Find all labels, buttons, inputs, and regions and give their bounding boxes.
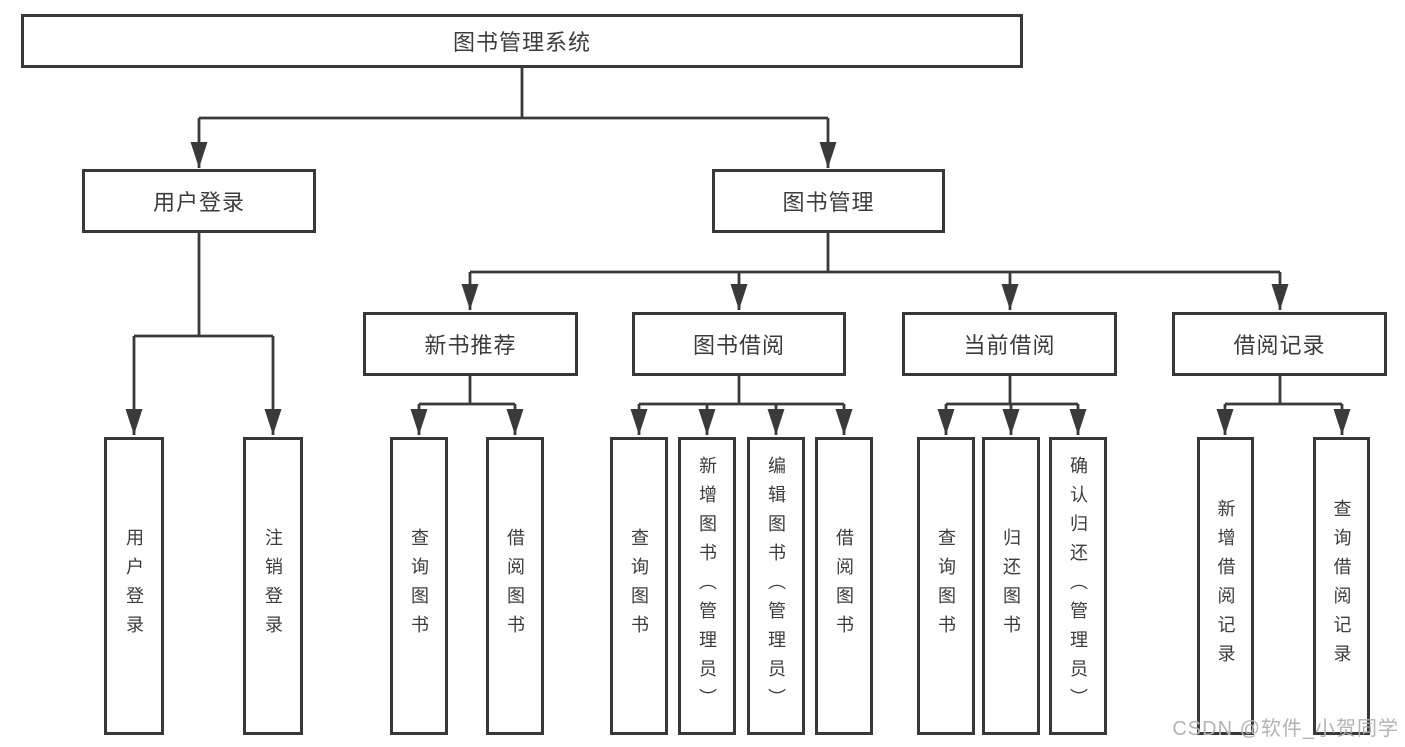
leaf-query-books-borrow: 查询图书 bbox=[610, 437, 668, 735]
node-book-management-system: 图书管理系统 bbox=[21, 14, 1023, 68]
leaf-confirm-return-admin: 确认归还（管理员） bbox=[1049, 437, 1107, 735]
leaf-borrow-books: 借阅图书 bbox=[815, 437, 873, 735]
leaf-add-borrow-record: 新增借阅记录 bbox=[1197, 437, 1254, 735]
leaf-query-books-recommend: 查询图书 bbox=[390, 437, 448, 735]
leaf-user-login: 用户登录 bbox=[104, 437, 164, 735]
node-user-login: 用户登录 bbox=[82, 169, 316, 233]
leaf-add-books-admin: 新增图书（管理员） bbox=[678, 437, 736, 735]
leaf-logout-login: 注销登录 bbox=[243, 437, 303, 735]
node-book-management: 图书管理 bbox=[712, 169, 945, 233]
leaf-query-borrow-record: 查询借阅记录 bbox=[1313, 437, 1370, 735]
node-book-borrow: 图书借阅 bbox=[632, 312, 846, 376]
node-new-book-recommend: 新书推荐 bbox=[363, 312, 578, 376]
leaf-return-books: 归还图书 bbox=[982, 437, 1040, 735]
node-current-borrow: 当前借阅 bbox=[902, 312, 1117, 376]
leaf-query-books-current: 查询图书 bbox=[917, 437, 975, 735]
leaf-edit-books-admin: 编辑图书（管理员） bbox=[747, 437, 805, 735]
csdn-watermark: CSDN @软件_小贺同学 bbox=[1172, 718, 1399, 740]
node-borrow-records: 借阅记录 bbox=[1172, 312, 1387, 376]
leaf-borrow-books-recommend: 借阅图书 bbox=[486, 437, 544, 735]
